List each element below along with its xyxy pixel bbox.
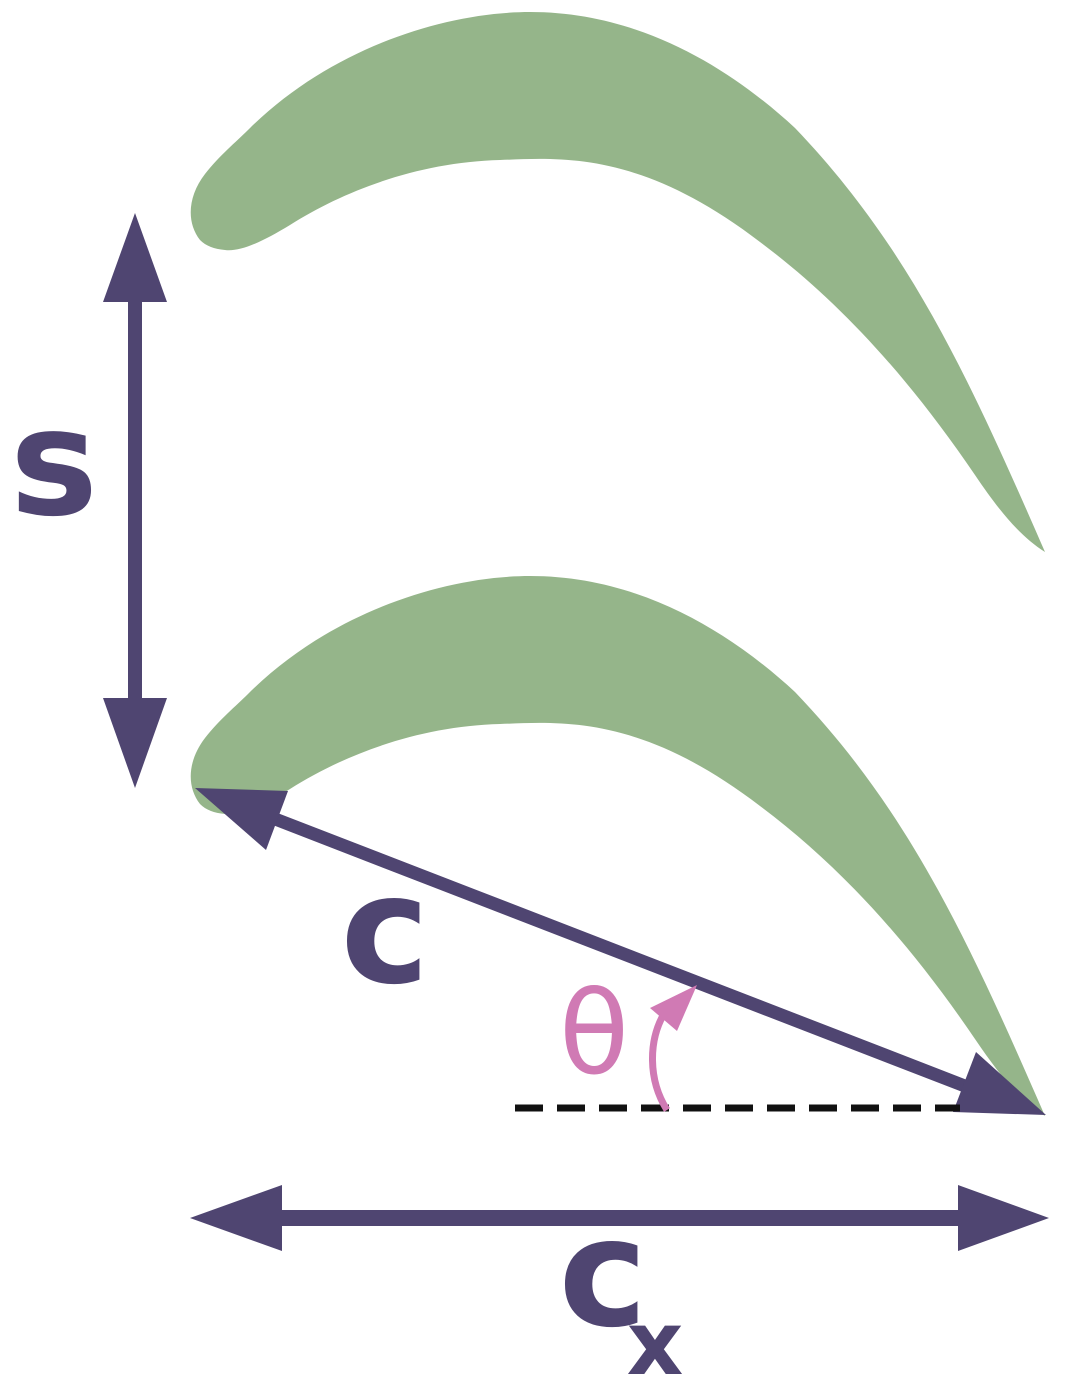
chord-label: c: [341, 844, 430, 1018]
upper-blade: [190, 12, 1045, 552]
axial-chord-subscript: x: [627, 1292, 684, 1395]
axial-chord-arrow: [190, 1185, 1049, 1251]
pitch-label: s: [10, 377, 98, 549]
stagger-angle-arc: [649, 985, 697, 1112]
axial-chord-label: c: [559, 1187, 648, 1361]
pitch-arrow: [103, 213, 167, 788]
chord-arrow: [195, 788, 1046, 1115]
stagger-angle-label: θ: [559, 967, 629, 1101]
